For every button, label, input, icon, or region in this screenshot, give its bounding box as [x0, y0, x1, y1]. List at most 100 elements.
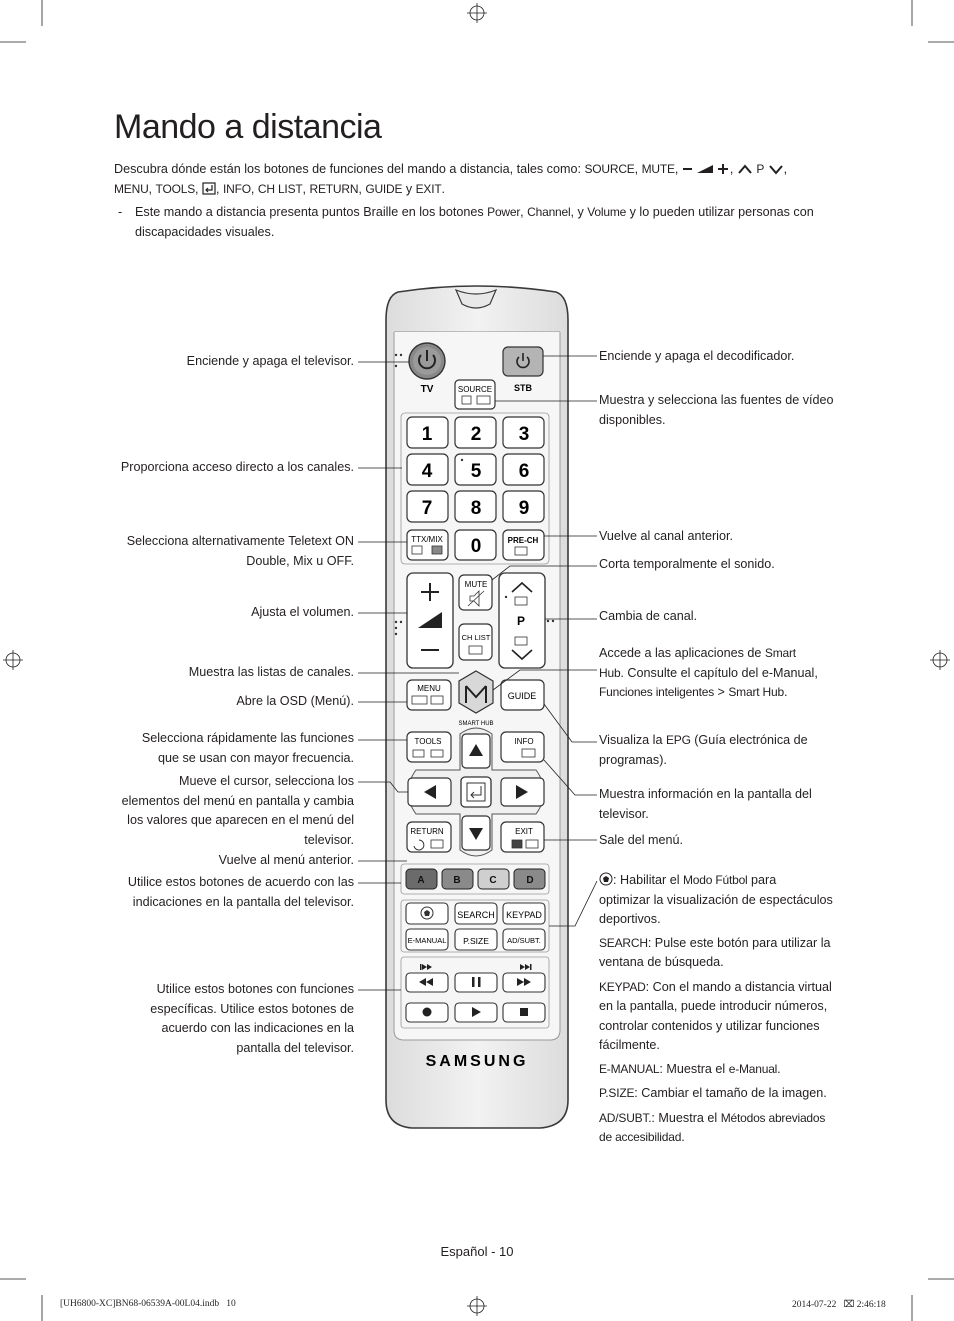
svg-text:PRE-CH: PRE-CH: [508, 536, 539, 545]
smart-hub-label: SMART HUB: [458, 721, 493, 727]
label-tv-power: Enciende y apaga el televisor.: [186, 354, 354, 368]
svg-text:AD/SUBT.: AD/SUBT.: [507, 936, 541, 945]
digit-2-button: 2: [454, 416, 497, 449]
label-prech: Vuelve al canal anterior.: [599, 529, 733, 543]
svg-text:P: P: [517, 614, 525, 628]
source-button: SOURCE: [454, 379, 496, 410]
digit-9-button: 9: [502, 490, 545, 523]
svg-text:6: 6: [519, 461, 530, 482]
color-button-c: C: [477, 868, 510, 890]
svg-text:5: 5: [471, 461, 482, 482]
label-numbers: Proporciona acceso directo a los canales…: [120, 460, 354, 474]
label-search: SEARCH: Pulse este botón para utilizar l…: [599, 935, 831, 970]
svg-text:TTX/MIX: TTX/MIX: [411, 535, 443, 544]
label-chlist: Muestra las listas de canales.: [188, 665, 354, 679]
svg-text:EXIT: EXIT: [515, 827, 533, 836]
svg-text:P.SIZE: P.SIZE: [463, 936, 489, 946]
tools-button: TOOLS: [406, 731, 452, 763]
football-icon: [599, 872, 613, 886]
registration-mark-right: [930, 650, 950, 670]
svg-text:8: 8: [471, 498, 482, 519]
svg-text:D: D: [526, 875, 533, 886]
media-keys-frame: [400, 956, 550, 1029]
svg-text:3: 3: [519, 424, 530, 445]
digit-4-button: 4: [406, 453, 449, 486]
dpad-down-button: [461, 815, 491, 851]
ttx-mix-button: TTX/MIX: [406, 529, 449, 561]
svg-text:B: B: [453, 875, 460, 886]
e-manual-button: E-MANUAL: [405, 928, 449, 951]
digit-5-button: 5: [454, 453, 497, 486]
svg-text:0: 0: [471, 536, 482, 557]
p-size-button: P.SIZE: [454, 928, 498, 951]
label-emanual: E-MANUAL: Muestra el e-Manual.: [599, 1061, 781, 1076]
svg-text:4: 4: [422, 461, 433, 482]
svg-text:SOURCE: SOURCE: [458, 385, 492, 394]
label-colors: Utilice estos botones de acuerdo con las…: [127, 875, 354, 909]
label-channel: Cambia de canal.: [599, 609, 698, 623]
enter-icon: [202, 181, 216, 195]
volume-keys-icon: [682, 164, 728, 174]
svg-text:MENU: MENU: [417, 684, 441, 693]
svg-text:C: C: [489, 875, 496, 886]
svg-text:GUIDE: GUIDE: [508, 691, 537, 701]
svg-text:KEYPAD: KEYPAD: [506, 910, 542, 920]
samsung-logo: SAMSUNG: [426, 1053, 529, 1070]
intro-paragraph: Descubra dónde están los botones de func…: [114, 162, 788, 196]
label-return: Vuelve al menú anterior.: [218, 853, 354, 867]
print-slug-file: [UH6800-XC]BN68-06539A-00L04.indb 10: [60, 1299, 236, 1309]
svg-text:9: 9: [519, 498, 530, 519]
svg-text:2: 2: [471, 424, 482, 445]
football-mode-button: [405, 902, 449, 925]
registration-mark-top: [467, 3, 487, 23]
pre-ch-button: PRE-CH: [502, 529, 545, 561]
fast-forward-button: [502, 972, 546, 993]
menu-button: MENU: [406, 679, 452, 711]
ad-subt-button: AD/SUBT.: [502, 928, 546, 951]
ch-list-button: CH LIST: [458, 623, 493, 661]
record-button: [405, 1002, 449, 1023]
svg-text:INFO: INFO: [514, 737, 533, 746]
stop-button: [502, 1002, 546, 1023]
svg-text:7: 7: [422, 498, 433, 519]
number-pad: 1 2 3 4 5 6 7 8 9 TTX/MIX 0 PRE-CH: [406, 416, 545, 561]
digit-0-button: 0: [454, 529, 497, 561]
page-title: Mando a distancia: [114, 108, 382, 146]
registration-mark-left: [3, 650, 23, 670]
label-psize: P.SIZE: Cambiar el tamaño de la imagen.: [599, 1086, 827, 1100]
svg-text:MUTE: MUTE: [465, 580, 488, 589]
remote-illustration: TV STB SOURCE 1 2 3 4 5 6 7 8 9 TTX/MIX …: [358, 285, 598, 1129]
label-keypad: KEYPAD: Con el mando a distancia virtual…: [599, 979, 832, 1053]
channel-rocker: P: [498, 572, 555, 669]
digit-1-button: 1: [406, 416, 449, 449]
return-button: RETURN: [406, 821, 452, 853]
label-volume: Ajusta el volumen.: [251, 605, 354, 619]
label-menu: Abre la OSD (Menú).: [236, 694, 354, 708]
stb-power-button: [502, 346, 544, 377]
digit-7-button: 7: [406, 490, 449, 523]
svg-text:SEARCH: SEARCH: [457, 910, 495, 920]
channel-up-icon: [738, 164, 752, 174]
print-slug-date: 2014-07-22 ⌧ 2:46:18: [792, 1300, 886, 1310]
svg-text:RETURN: RETURN: [410, 827, 444, 836]
color-button-a: A: [405, 868, 438, 890]
enter-button: [460, 776, 492, 808]
label-source: Muestra y selecciona las fuentes de víde…: [599, 393, 834, 427]
tv-label: TV: [421, 384, 434, 395]
dpad-right-button: [500, 777, 545, 807]
color-keys-frame: [400, 863, 550, 895]
channel-down-icon: [768, 165, 783, 175]
media-keys: [420, 964, 532, 970]
smart-hub-button: [458, 670, 494, 714]
digit-6-button: 6: [502, 453, 545, 486]
dpad-left-button: [407, 777, 452, 807]
page-number: Español - 10: [440, 1244, 514, 1259]
color-button-b: B: [441, 868, 474, 890]
rewind-button: [405, 972, 449, 993]
